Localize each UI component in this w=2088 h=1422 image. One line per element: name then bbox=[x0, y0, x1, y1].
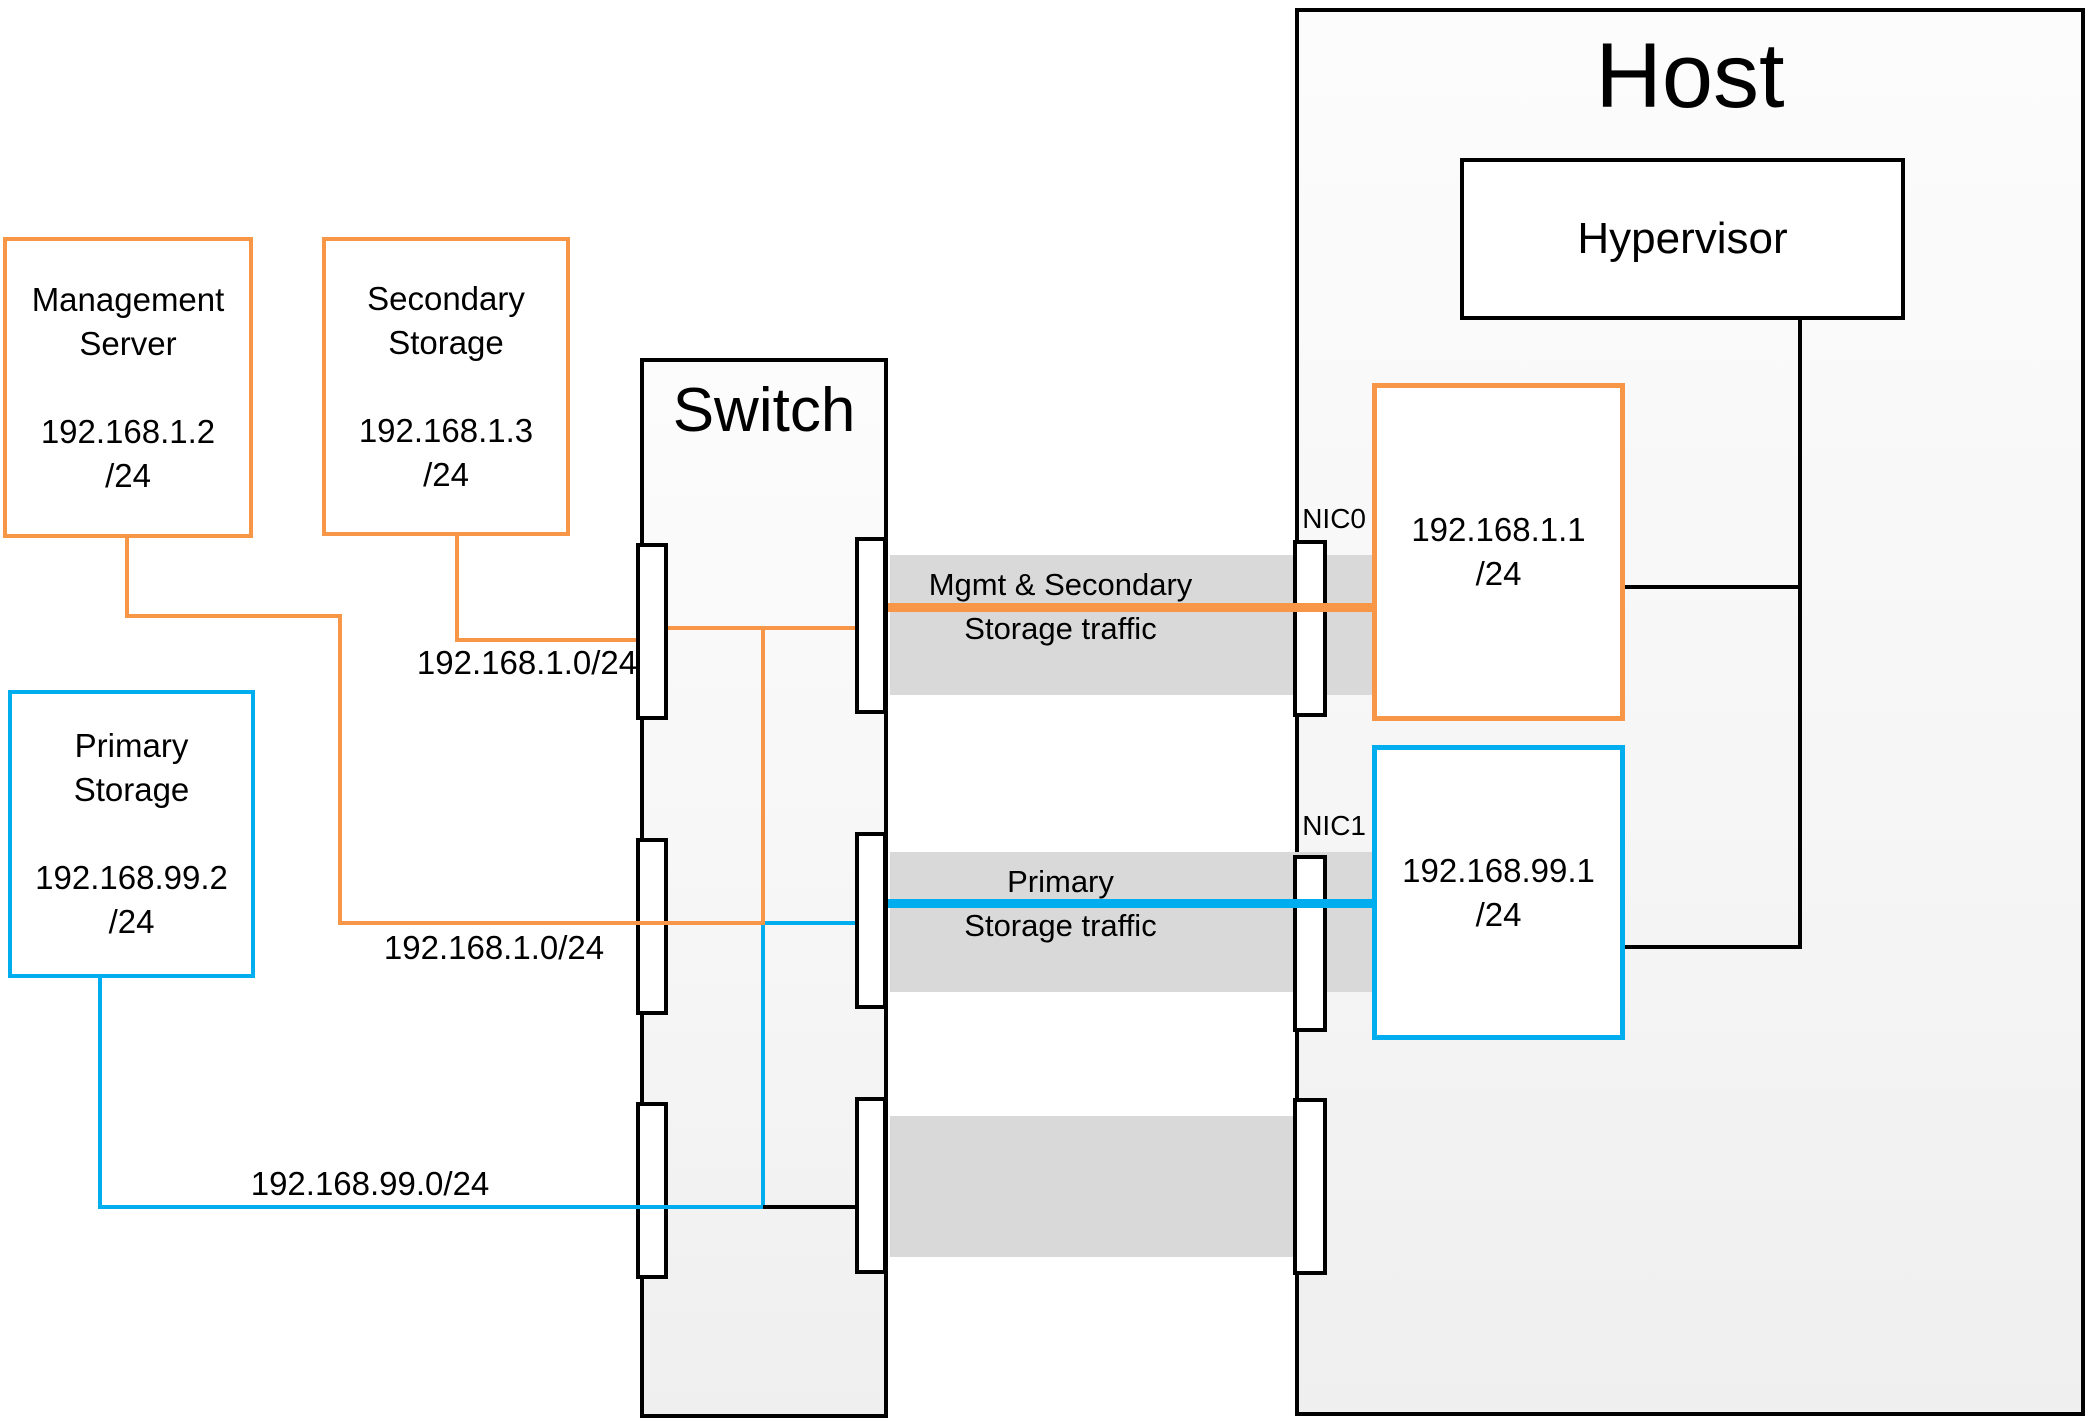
nic0-box: 192.168.1.1 /24 bbox=[1372, 383, 1625, 721]
primary-storage-ip: 192.168.99.2 /24 bbox=[35, 859, 228, 940]
subnet-label-storage: 192.168.99.0/24 bbox=[250, 1165, 490, 1202]
host-port-nic0 bbox=[1293, 540, 1327, 717]
switch-port-right-3 bbox=[855, 1097, 887, 1274]
switch-port-left-2 bbox=[636, 838, 668, 1015]
host-port-nic1 bbox=[1293, 855, 1327, 1032]
secondary-storage-label: Secondary Storage bbox=[367, 279, 525, 361]
mgmt-traffic-label: Mgmt & Secondary Storage traffic bbox=[928, 567, 1193, 646]
switch-port-left-3 bbox=[636, 1102, 668, 1279]
switch-port-right-1 bbox=[855, 537, 887, 714]
switch-internal-black-stub bbox=[763, 1205, 858, 1209]
nic1-hypervisor-link-h bbox=[1625, 945, 1802, 949]
primary-traffic-label: Primary Storage traffic bbox=[964, 864, 1157, 943]
nic1-label: NIC1 bbox=[1302, 810, 1366, 841]
switch-port-right-2 bbox=[855, 832, 887, 1009]
management-server-label: Management Server bbox=[31, 280, 225, 362]
switch-port-left-1 bbox=[636, 543, 668, 720]
secondary-storage-ip: 192.168.1.3 /24 bbox=[358, 411, 534, 493]
hypervisor-title: Hypervisor bbox=[1577, 214, 1788, 263]
mgmt-link-segment-h2 bbox=[338, 921, 765, 925]
nic1-ip: 192.168.99.1 /24 bbox=[1402, 851, 1595, 933]
mgmt-link-segment-v1 bbox=[125, 538, 129, 618]
management-server-ip: 192.168.1.2 /24 bbox=[40, 412, 216, 494]
secondary-link-segment-h bbox=[455, 638, 640, 642]
host-title: Host bbox=[1595, 25, 1785, 127]
secondary-link-segment-v bbox=[455, 536, 459, 642]
nic0-label: NIC0 bbox=[1302, 503, 1366, 534]
nic0-hypervisor-link-h bbox=[1625, 585, 1802, 589]
switch-internal-orange-v bbox=[761, 626, 765, 925]
hypervisor-box: Hypervisor bbox=[1460, 158, 1905, 320]
switch-title: Switch bbox=[672, 376, 856, 445]
primary-link-segment-h bbox=[98, 1205, 765, 1209]
primary-storage-box: Primary Storage 192.168.99.2 /24 bbox=[8, 690, 255, 978]
primary-link-segment-v bbox=[98, 978, 102, 1209]
primary-storage-label: Primary Storage bbox=[73, 727, 190, 808]
management-server-box: Management Server 192.168.1.2 /24 bbox=[3, 237, 253, 538]
mgmt-traffic-line bbox=[888, 603, 1372, 612]
mgmt-link-segment-h1 bbox=[125, 614, 342, 618]
mgmt-traffic-band bbox=[890, 555, 1372, 695]
secondary-storage-box: Secondary Storage 192.168.1.3 /24 bbox=[322, 237, 570, 536]
primary-traffic-line bbox=[888, 899, 1372, 908]
primary-traffic-band bbox=[890, 852, 1372, 992]
host-port-unused bbox=[1293, 1098, 1327, 1275]
nic1-box: 192.168.99.1 /24 bbox=[1372, 745, 1625, 1040]
subnet-label-mid: 192.168.1.0/24 bbox=[383, 929, 605, 966]
nic0-ip: 192.168.1.1 /24 bbox=[1411, 511, 1586, 592]
unused-traffic-band bbox=[890, 1116, 1296, 1257]
switch-internal-blue-v bbox=[761, 921, 765, 1209]
switch-internal-blue-h bbox=[761, 921, 858, 925]
hypervisor-link-v bbox=[1798, 320, 1802, 949]
mgmt-link-segment-v2 bbox=[338, 614, 342, 925]
subnet-label-top: 192.168.1.0/24 bbox=[416, 644, 638, 681]
